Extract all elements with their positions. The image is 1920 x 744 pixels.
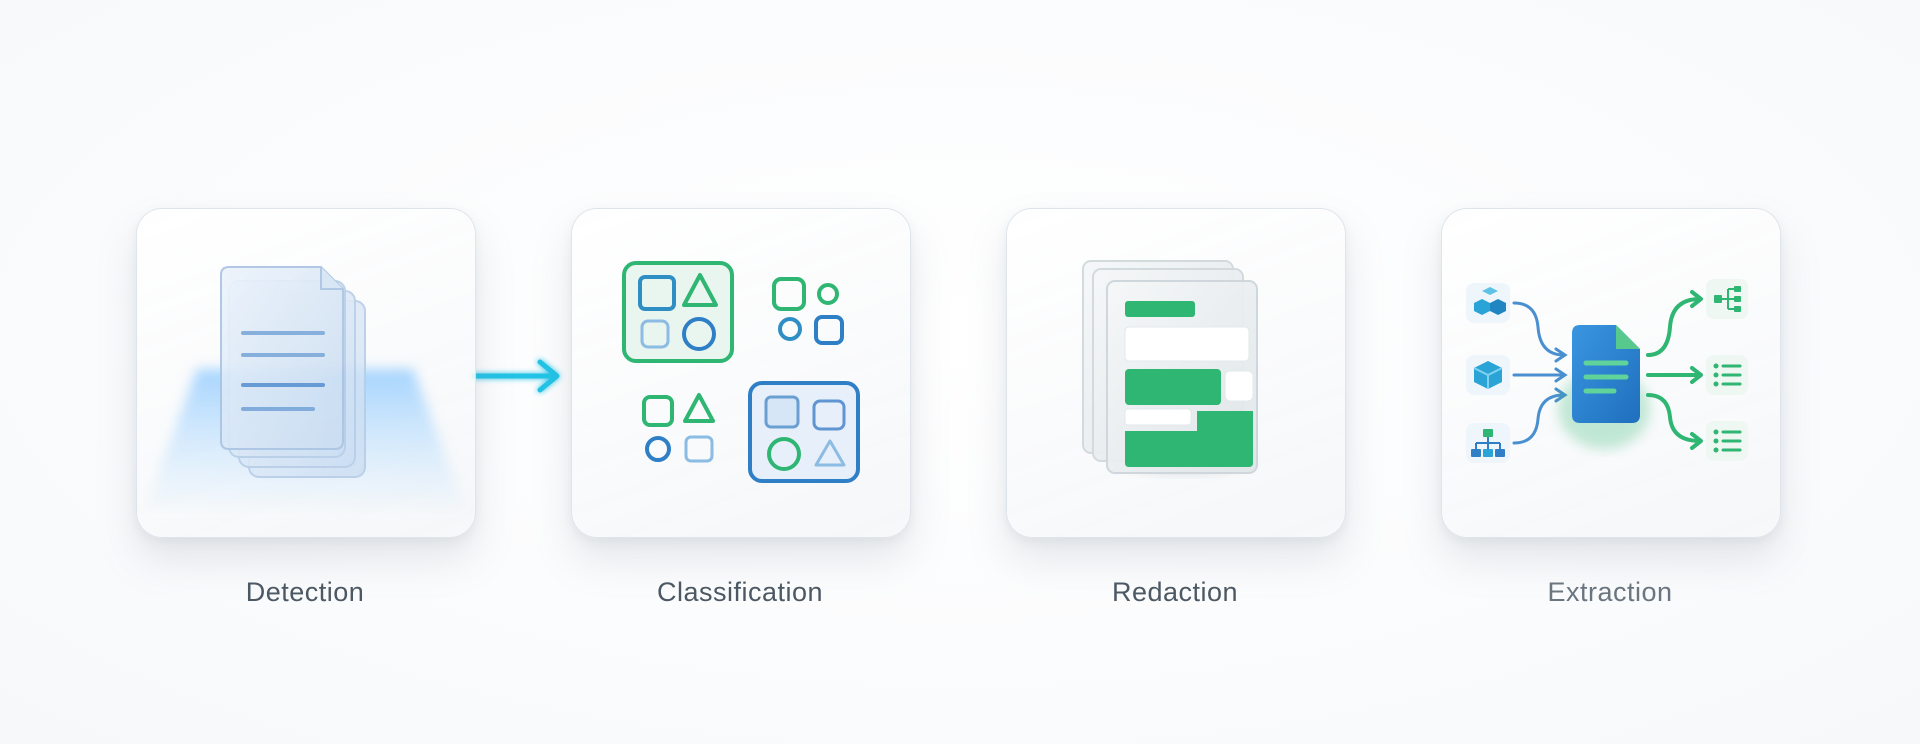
step-label-redaction: Redaction <box>1111 577 1239 607</box>
central-document-icon <box>1572 325 1640 423</box>
input-hierarchy-icon <box>1466 423 1510 463</box>
classification-card <box>571 208 911 538</box>
input-cubes-icon <box>1466 283 1510 323</box>
redacted-document-icon <box>1082 260 1258 475</box>
extraction-card <box>1441 208 1781 538</box>
output-arrows <box>1646 290 1703 450</box>
shape-group-green-boxed <box>622 261 734 363</box>
shape-group-blue-boxed <box>748 381 860 483</box>
output-tree-icon <box>1706 279 1748 319</box>
output-list-icon-2 <box>1706 421 1748 461</box>
input-cube-icon <box>1466 355 1510 395</box>
document-scan-icon <box>145 266 465 509</box>
shape-group-small-mixed <box>642 393 715 463</box>
shape-groups-icon <box>622 261 860 483</box>
step-label-detection: Detection <box>245 577 365 607</box>
arrow-detection-classification <box>471 359 560 393</box>
data-extraction-icon <box>1466 279 1748 463</box>
output-list-icon <box>1706 355 1748 395</box>
shape-group-small-green <box>772 277 844 345</box>
redaction-card <box>1006 208 1346 538</box>
step-label-extraction: Extraction <box>1547 577 1673 607</box>
detection-card <box>136 208 476 538</box>
input-arrows <box>1512 301 1568 445</box>
step-label-classification: Classification <box>656 577 824 607</box>
